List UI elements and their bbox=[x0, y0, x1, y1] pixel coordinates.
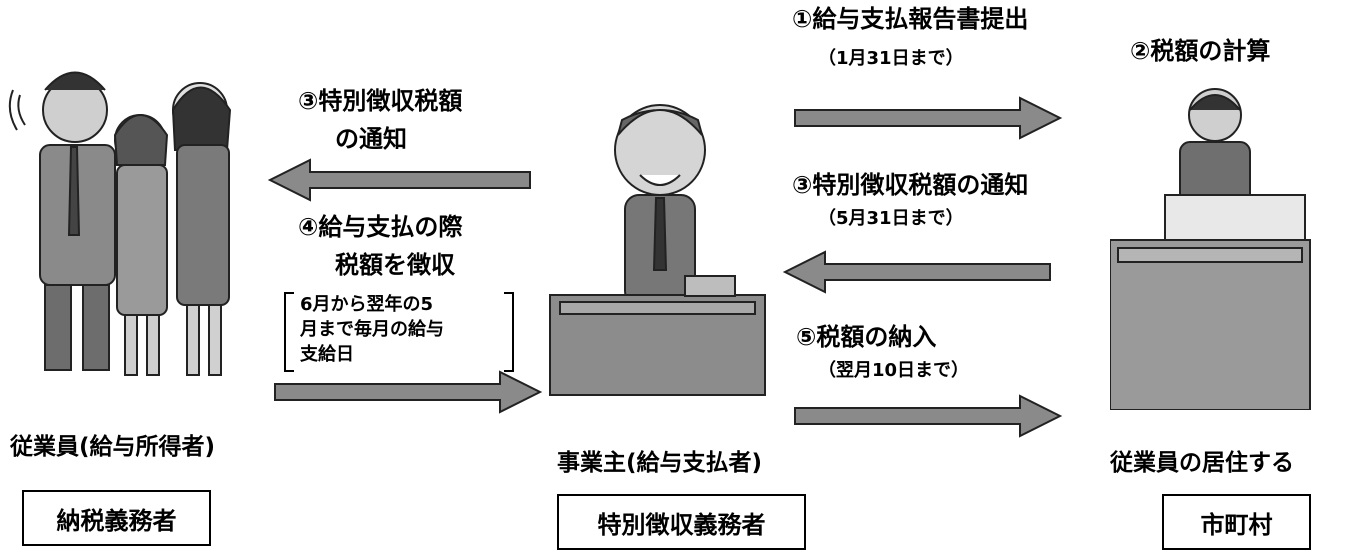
step5-deadline: （翌月10日まで） bbox=[818, 360, 970, 381]
arrow-notify-employees bbox=[267, 158, 531, 202]
arrow-collect-tax bbox=[274, 370, 543, 414]
step3-left-line2: の通知 bbox=[335, 125, 407, 153]
municipality-caption: 従業員の居住する bbox=[1110, 450, 1294, 476]
arrow-report-submission bbox=[794, 96, 1063, 140]
arrow-notify-employer bbox=[782, 250, 1051, 294]
withholder-role-label: 特別徴収義務者 bbox=[597, 510, 766, 539]
step4-note-line2: 月まで毎月の給与 bbox=[300, 319, 444, 340]
step4-line1: ④給与支払の際 bbox=[298, 213, 463, 241]
municipality-role-box: 市町村 bbox=[1162, 494, 1311, 550]
taxpayer-role-box: 納税義務者 bbox=[22, 490, 211, 546]
employer-caption: 事業主(給与支払者) bbox=[557, 450, 763, 476]
municipality-role-label: 市町村 bbox=[1200, 510, 1273, 539]
step4-note-line1: 6月から翌年の5 bbox=[300, 294, 434, 315]
step1-deadline: （1月31日まで） bbox=[818, 48, 964, 69]
arrow-tax-payment bbox=[794, 394, 1063, 438]
step4-note-line3: 支給日 bbox=[300, 344, 354, 365]
step2-title: ②税額の計算 bbox=[1130, 37, 1271, 65]
employees-illustration bbox=[8, 71, 232, 376]
employee-caption: 従業員(給与所得者) bbox=[10, 434, 216, 460]
withholder-role-box: 特別徴収義務者 bbox=[557, 494, 806, 550]
step3-right-title: ③特別徴収税額の通知 bbox=[792, 171, 1029, 199]
taxpayer-role-label: 納税義務者 bbox=[56, 506, 177, 535]
step4-line2: 税額を徴収 bbox=[335, 251, 455, 279]
step5-title: ⑤税額の納入 bbox=[796, 323, 937, 351]
step3-right-deadline: （5月31日まで） bbox=[818, 208, 964, 229]
step1-title: ①給与支払報告書提出 bbox=[792, 5, 1029, 33]
municipality-illustration bbox=[1110, 88, 1311, 410]
step4-note-bracket: 6月から翌年の5 月まで毎月の給与 支給日 bbox=[284, 292, 514, 372]
employer-illustration bbox=[549, 104, 766, 396]
step3-left-line1: ③特別徴収税額 bbox=[298, 87, 463, 115]
